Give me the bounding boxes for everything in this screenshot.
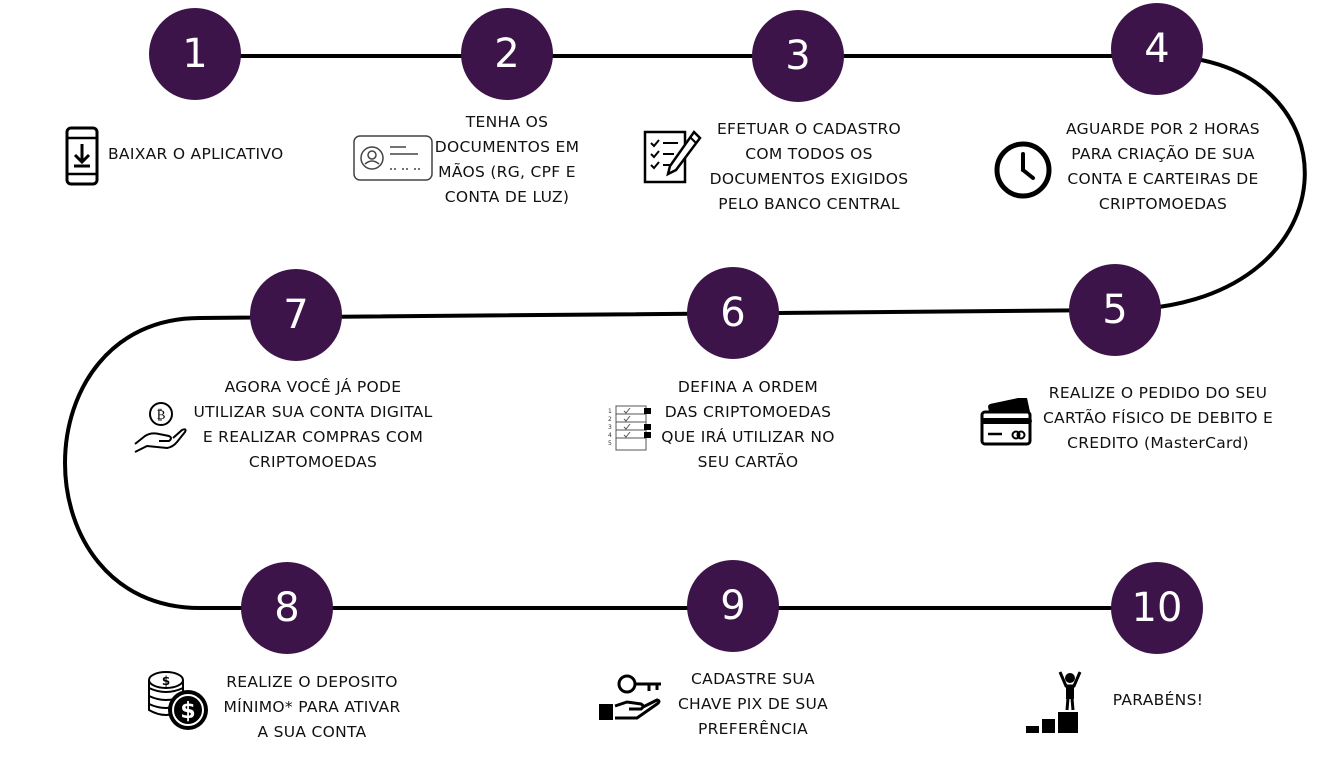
- podium-person-icon: [1024, 670, 1082, 734]
- checklist-icon: 1 2 3 4 5: [606, 404, 654, 452]
- step-number: 4: [1144, 26, 1170, 72]
- svg-text:3: 3: [608, 424, 612, 431]
- id-card-icon: [352, 134, 434, 182]
- step-text-line: PARA CRIAÇÃO DE SUA: [1071, 145, 1255, 163]
- step-text-line: CRIPTOMOEDAS: [1098, 195, 1228, 213]
- step-text-line: DAS CRIPTOMOEDAS: [664, 403, 832, 421]
- step-6-text: DEFINA A ORDEM DAS CRIPTOMOEDAS QUE IRÁ …: [650, 375, 846, 475]
- step-3-circle: 3: [752, 10, 844, 102]
- step-text-line: CARTÃO FÍSICO DE DEBITO E: [1042, 409, 1274, 427]
- step-7-circle: 7: [250, 269, 342, 361]
- step-2-text: TENHA OS DOCUMENTOS EM MÃOS (RG, CPF E C…: [432, 110, 582, 210]
- hand-key-icon: [597, 674, 667, 724]
- step-text-line: QUE IRÁ UTILIZAR NO: [661, 428, 835, 446]
- step-1-text: BAIXAR O APLICATIVO: [108, 142, 298, 167]
- step-text-line: PELO BANCO CENTRAL: [718, 195, 900, 213]
- step-text-line: REALIZE O DEPOSITO: [226, 673, 398, 691]
- svg-text:4: 4: [608, 432, 612, 439]
- step-4-text: AGUARDE POR 2 HORAS PARA CRIAÇÃO DE SUA …: [1053, 117, 1273, 217]
- step-6-circle: 6: [687, 267, 779, 359]
- step-text-line: REALIZE O PEDIDO DO SEU: [1048, 384, 1268, 402]
- step-number: 3: [785, 33, 811, 79]
- step-text-line: BAIXAR O APLICATIVO: [108, 145, 284, 163]
- step-9-circle: 9: [687, 560, 779, 652]
- svg-text:₿: ₿: [157, 408, 166, 423]
- step-text-line: CHAVE PIX DE SUA: [677, 695, 829, 713]
- step-number: 1: [182, 31, 208, 77]
- step-text-line: PARABÉNS!: [1112, 691, 1204, 709]
- step-text-line: CRIPTOMOEDAS: [248, 453, 378, 471]
- svg-text:$: $: [162, 674, 170, 688]
- step-text-line: TENHA OS: [465, 113, 549, 131]
- step-text-line: COM TODOS OS: [745, 145, 873, 163]
- step-text-line: CREDITO (MasterCard): [1067, 434, 1249, 452]
- step-9-text: CADASTRE SUA CHAVE PIX DE SUA PREFERÊNCI…: [668, 667, 838, 742]
- step-8-text: REALIZE O DEPOSITO MÍNIMO* PARA ATIVAR A…: [212, 670, 412, 745]
- step-number: 5: [1102, 287, 1128, 333]
- step-text-line: DOCUMENTOS EM: [434, 138, 580, 156]
- step-4-circle: 4: [1111, 3, 1203, 95]
- hand-bitcoin-icon: ₿: [133, 400, 187, 456]
- step-8-circle: 8: [241, 562, 333, 654]
- step-text-line: SEU CARTÃO: [697, 453, 799, 471]
- step-text-line: EFETUAR O CADASTRO: [716, 120, 902, 138]
- step-text-line: E REALIZAR COMPRAS COM: [202, 428, 424, 446]
- step-5-text: REALIZE O PEDIDO DO SEU CARTÃO FÍSICO DE…: [1034, 381, 1282, 456]
- step-7-text: AGORA VOCÊ JÁ PODE UTILIZAR SUA CONTA DI…: [188, 375, 438, 475]
- step-text-line: DEFINA A ORDEM: [677, 378, 819, 396]
- form-pencil-icon: [642, 126, 702, 186]
- step-text-line: CONTA E CARTEIRAS DE: [1067, 170, 1259, 188]
- step-text-line: CADASTRE SUA: [691, 670, 815, 688]
- coins-dollar-icon: $ $: [146, 670, 212, 732]
- step-number: 7: [283, 292, 309, 338]
- step-text-line: AGORA VOCÊ JÁ PODE: [224, 378, 402, 396]
- step-10-circle: 10: [1111, 562, 1203, 654]
- step-1-circle: 1: [149, 8, 241, 100]
- step-text-line: DOCUMENTOS EXIGIDOS: [709, 170, 909, 188]
- step-number: 9: [720, 583, 746, 629]
- step-5-circle: 5: [1069, 264, 1161, 356]
- step-3-text: EFETUAR O CADASTRO COM TODOS OS DOCUMENT…: [704, 117, 914, 217]
- svg-text:5: 5: [608, 440, 612, 447]
- step-10-text: PARABÉNS!: [1104, 688, 1212, 713]
- phone-download-icon: [60, 126, 104, 186]
- svg-text:$: $: [180, 699, 195, 724]
- step-2-circle: 2: [461, 8, 553, 100]
- step-text-line: MÍNIMO* PARA ATIVAR: [223, 698, 401, 716]
- step-number: 6: [720, 290, 746, 336]
- step-number: 2: [494, 31, 520, 77]
- step-text-line: CONTA DE LUZ): [444, 188, 570, 206]
- step-number: 8: [274, 585, 300, 631]
- step-text-line: PREFERÊNCIA: [697, 720, 809, 738]
- step-text-line: UTILIZAR SUA CONTA DIGITAL: [193, 403, 433, 421]
- step-number: 10: [1131, 585, 1183, 631]
- credit-card-icon: [980, 398, 1034, 448]
- step-text-line: A SUA CONTA: [257, 723, 367, 741]
- svg-text:2: 2: [608, 416, 612, 423]
- clock-icon: [993, 140, 1053, 200]
- svg-text:1: 1: [608, 408, 612, 415]
- step-text-line: MÃOS (RG, CPF E: [438, 163, 576, 181]
- step-text-line: AGUARDE POR 2 HORAS: [1066, 120, 1260, 138]
